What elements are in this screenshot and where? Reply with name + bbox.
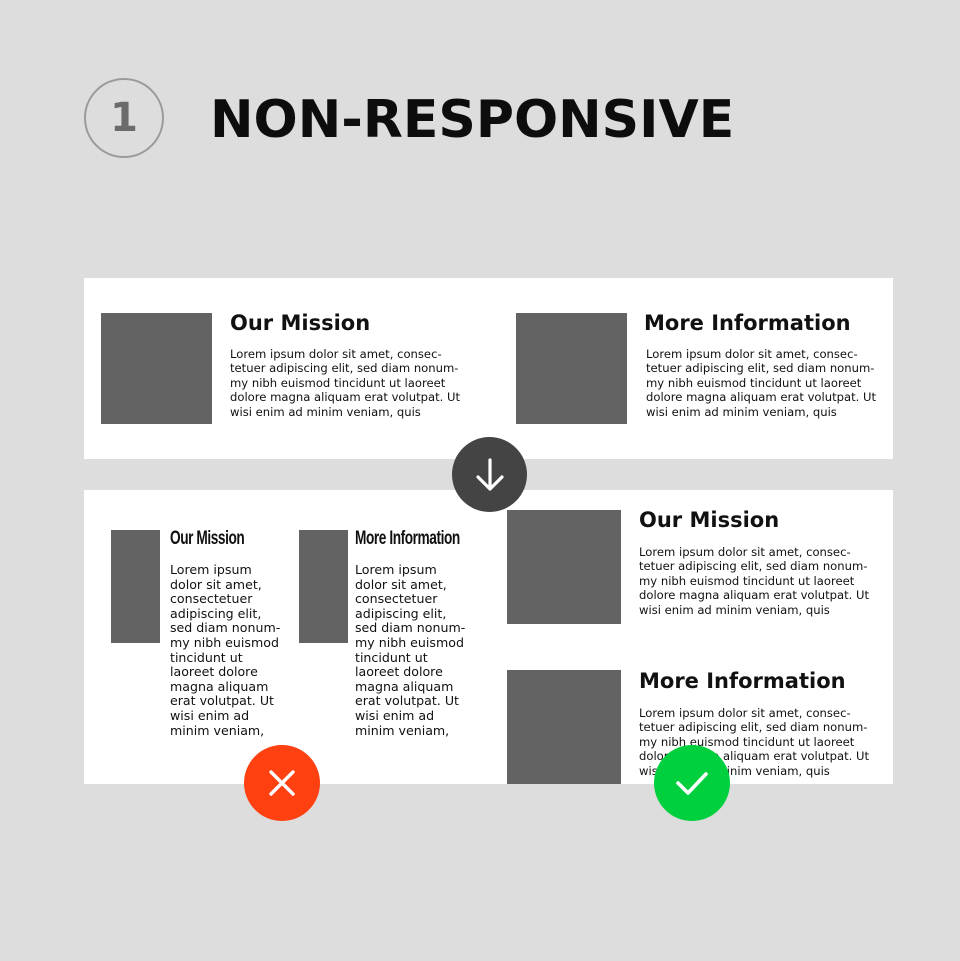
arrow-down-badge (452, 437, 527, 512)
card-body: Lorem ipsum dolor sit amet, consectetuer… (355, 562, 466, 738)
page-title: NON-RESPONSIVE (210, 90, 735, 150)
card-title: Our Mission (230, 311, 371, 335)
card-body: Lorem ipsum dolor sit amet, consectetuer… (170, 562, 281, 738)
image-placeholder (507, 510, 621, 624)
card-title: More Information (644, 311, 851, 335)
image-placeholder (507, 670, 621, 784)
cross-icon (269, 770, 295, 796)
card-body: Lorem ipsum dolor sit amet, consec-tetue… (639, 545, 870, 617)
card-body: Lorem ipsum dolor sit amet, consec-tetue… (646, 347, 877, 419)
card-title: Our Mission (639, 508, 780, 532)
image-placeholder (299, 530, 348, 643)
wrong-badge (244, 745, 320, 821)
card-title: Our Mission (170, 528, 245, 549)
card-title: More Information (639, 669, 846, 693)
step-number: 1 (110, 95, 138, 141)
check-icon (676, 772, 708, 795)
card-body: Lorem ipsum dolor sit amet, consec-tetue… (230, 347, 461, 419)
image-placeholder (516, 313, 627, 424)
image-placeholder (111, 530, 160, 643)
mobile-layouts-panel: Our Mission Lorem ipsum dolor sit amet, … (84, 490, 893, 784)
arrow-down-icon (475, 457, 504, 491)
desktop-layout-panel: Our Mission Lorem ipsum dolor sit amet, … (84, 278, 893, 459)
card-title: More Information (355, 528, 460, 549)
image-placeholder (101, 313, 212, 424)
step-number-badge: 1 (84, 78, 164, 158)
correct-badge (654, 745, 730, 821)
